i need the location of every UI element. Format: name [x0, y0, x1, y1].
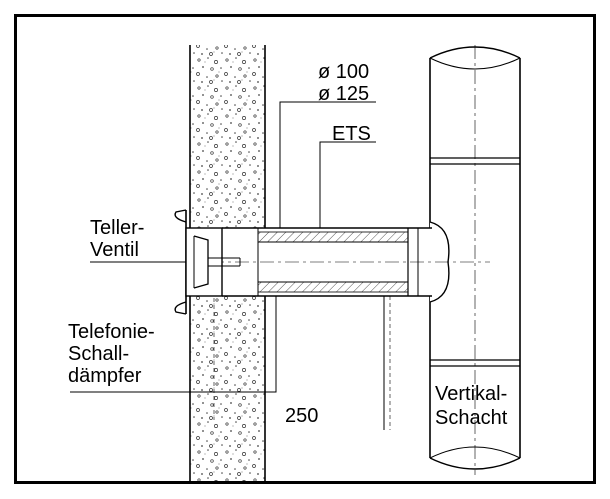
shaft-label-line1: Vertikal- — [435, 383, 508, 405]
diagram-frame: ø 100 ø 125 ETS Teller- Ventil Telefonie… — [14, 14, 596, 484]
ventilation-installation-drawing — [70, 45, 521, 481]
plate-valve — [174, 209, 241, 315]
leader-lines — [70, 101, 391, 430]
valve-label-line2: Ventil — [90, 239, 139, 261]
shaft-label-line2: Schacht — [435, 407, 508, 429]
vertical-shaft-pipe — [429, 45, 521, 475]
silencer-label-line3: dämpfer — [68, 365, 142, 387]
ets-label: ETS — [332, 123, 371, 145]
dimension-label: 250 — [285, 405, 319, 427]
diameter-outer-label: ø 125 — [318, 83, 370, 105]
silencer-label-line1: Telefonie- — [68, 321, 155, 343]
diameter-inner-label: ø 100 — [318, 61, 370, 83]
silencer-label-line2: Schall- — [68, 343, 130, 365]
horizontal-pipe — [160, 227, 490, 297]
valve-label-line1: Teller- — [90, 217, 145, 239]
